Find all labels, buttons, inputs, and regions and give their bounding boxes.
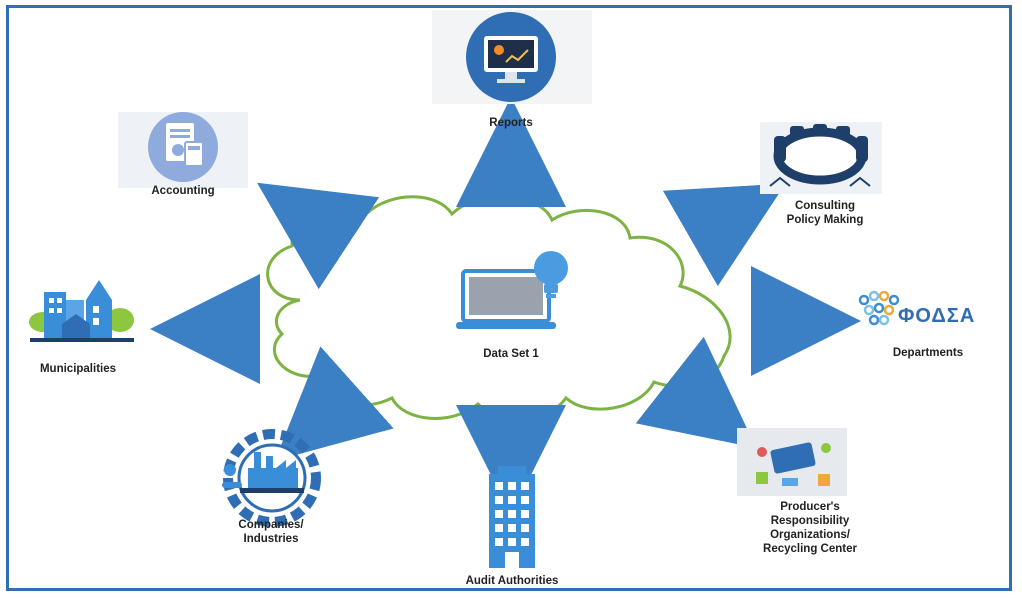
municipalities-label: Municipalities bbox=[39, 363, 117, 375]
office-building-icon bbox=[489, 466, 535, 568]
consulting-label: Consulting Policy Making bbox=[760, 199, 890, 227]
accounting-label: Accounting bbox=[151, 185, 215, 197]
calculator-document-icon bbox=[118, 112, 248, 188]
laptop-lightbulb-icon bbox=[456, 251, 568, 329]
meeting-table-icon bbox=[760, 122, 882, 194]
reports-label: Reports bbox=[489, 117, 533, 129]
arrows bbox=[150, 97, 861, 515]
companies-label: Companies/ Industries bbox=[216, 518, 326, 546]
arrow-to-consulting bbox=[662, 183, 786, 287]
companies-label-line1: Companies/ bbox=[238, 519, 304, 531]
arrow-to-accounting bbox=[257, 182, 380, 290]
recycling-center-icon bbox=[737, 428, 847, 496]
audit-label: Audit Authorities bbox=[465, 575, 559, 587]
factory-gear-icon bbox=[222, 429, 321, 527]
center-label: Data Set 1 bbox=[483, 348, 539, 360]
departments-label: Departments bbox=[892, 347, 964, 359]
producers-label: Producer's Responsibility Organizations/… bbox=[740, 500, 880, 556]
monitor-dashboard-icon bbox=[432, 10, 592, 104]
producers-label-line3: Organizations/ bbox=[770, 529, 850, 541]
producers-label-line4: Recycling Center bbox=[763, 543, 857, 555]
consulting-label-line2: Policy Making bbox=[786, 214, 864, 226]
fodsa-logo bbox=[858, 290, 900, 326]
producers-label-line1: Producer's bbox=[780, 501, 840, 513]
city-buildings-icon bbox=[29, 280, 134, 342]
arrow-to-companies bbox=[274, 346, 394, 461]
consulting-label-line1: Consulting bbox=[794, 200, 856, 212]
arrow-to-producers bbox=[635, 336, 757, 448]
companies-label-line2: Industries bbox=[243, 533, 299, 545]
departments-logo-text: ΦΟΔΣΑ bbox=[898, 305, 976, 327]
producers-label-line2: Responsibility bbox=[770, 515, 850, 527]
